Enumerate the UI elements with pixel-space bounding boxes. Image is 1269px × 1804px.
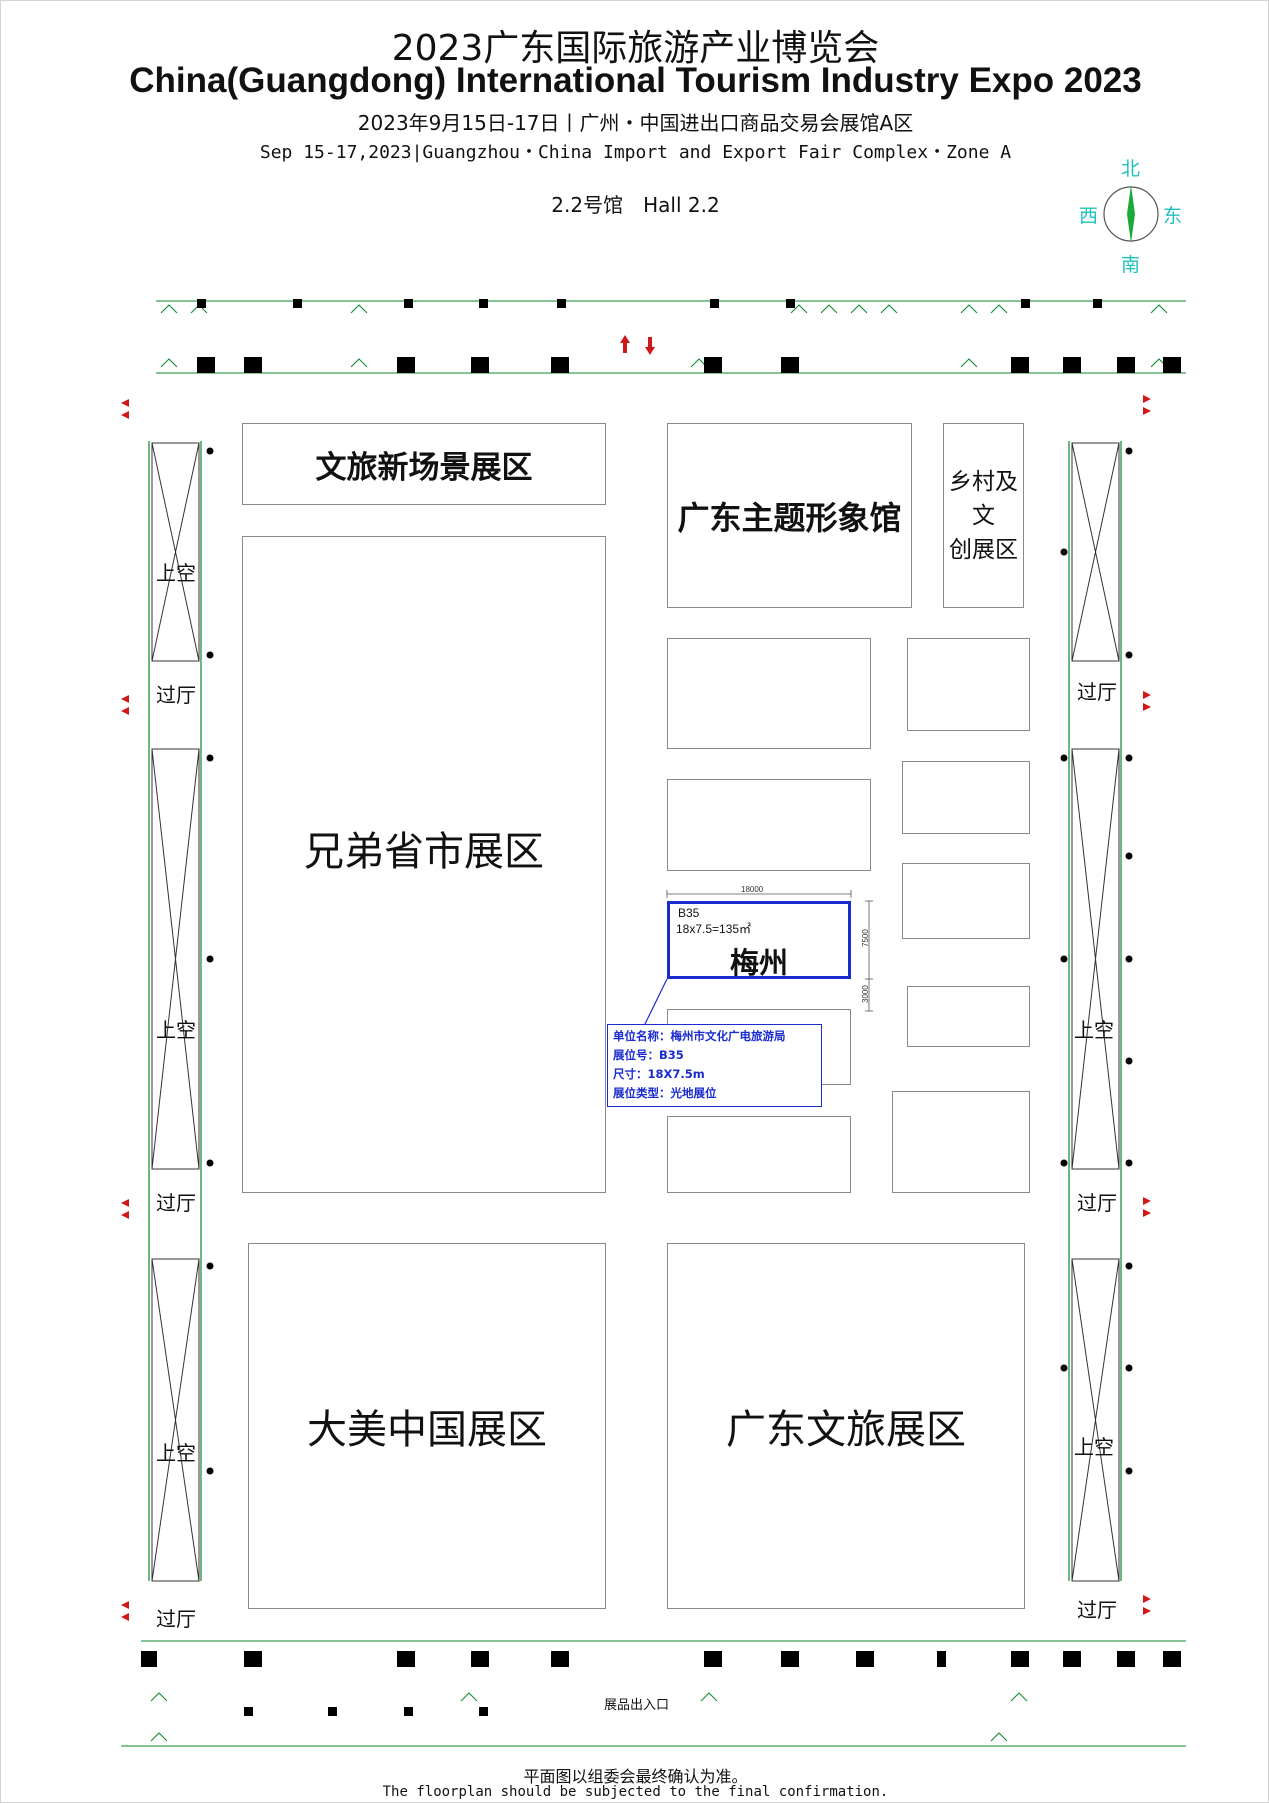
info-booth-type: 展位类型：光地展位 xyxy=(613,1086,717,1100)
booth-b35-width-dimension: 18000 xyxy=(741,885,764,894)
compass: 北 南 东 西 xyxy=(1071,151,1191,277)
zone-rural-creative[interactable]: 乡村及文 创展区 xyxy=(943,423,1024,608)
zone-guangdong-pavilion-label: 广东主题形象馆 xyxy=(677,498,902,537)
booth-b35[interactable]: B35 18x7.5=135㎡ 梅州 xyxy=(667,901,851,980)
expo-date-venue-cn: 2023年9月15日-17日丨广州・中国进出口商品交易会展馆A区 xyxy=(357,111,914,135)
b35-dimension-lines xyxy=(666,890,873,1012)
expo-title-en: China(Guangdong) International Tourism I… xyxy=(129,61,1142,100)
booth[interactable] xyxy=(892,1091,1030,1193)
side-arrows-icon xyxy=(121,395,1151,1621)
east-wall xyxy=(1068,441,1122,1581)
compass-north-label: 北 xyxy=(1121,158,1141,180)
void-label: 上空 xyxy=(156,1018,196,1042)
zone-rural-creative-label-line1: 乡村及文 xyxy=(949,468,1018,529)
compass-needle-icon xyxy=(1127,185,1135,243)
void-label: 上空 xyxy=(1074,1018,1114,1042)
booth-b35-size: 18x7.5=135㎡ xyxy=(676,922,752,936)
zone-guangdong-tourism-label: 广东文旅展区 xyxy=(726,1407,966,1453)
compass-west-label: 西 xyxy=(1079,205,1099,227)
booth-b35-height-dimension: 7500 xyxy=(861,929,870,947)
corridor-label: 过厅 xyxy=(1077,1191,1117,1215)
zone-china-beauty-label: 大美中国展区 xyxy=(307,1407,547,1453)
hall-number: 2.2号馆 Hall 2.2 xyxy=(551,193,720,217)
info-booth-size: 尺寸：18X7.5m xyxy=(613,1067,705,1081)
north-columns xyxy=(197,299,1181,373)
side-columns xyxy=(206,447,1133,1475)
booth[interactable] xyxy=(907,638,1030,731)
zone-guangdong-pavilion[interactable]: 广东主题形象馆 xyxy=(667,423,912,608)
booth-b35-info-box: 单位名称：梅州市文化广电旅游局 展位号：B35 尺寸：18X7.5m 展位类型：… xyxy=(607,1024,822,1107)
zone-new-scene[interactable]: 文旅新场景展区 xyxy=(242,423,606,505)
zone-brother-provinces[interactable]: 兄弟省市展区 xyxy=(242,536,606,1193)
booth[interactable] xyxy=(667,779,871,871)
corridor-label: 过厅 xyxy=(1077,680,1117,704)
zone-china-beauty[interactable]: 大美中国展区 xyxy=(248,1243,606,1609)
corridor-label: 过厅 xyxy=(1077,1598,1117,1622)
south-columns xyxy=(141,1651,1181,1716)
booth[interactable] xyxy=(667,638,871,749)
booth-b35-gap-dimension: 3000 xyxy=(861,985,870,1003)
north-wall-band xyxy=(156,300,1186,374)
booth[interactable] xyxy=(902,863,1030,939)
zone-brother-provinces-label: 兄弟省市展区 xyxy=(304,829,544,875)
corridor-label: 过厅 xyxy=(156,1191,196,1215)
booth[interactable] xyxy=(902,761,1030,834)
booth-b35-name: 梅州 xyxy=(729,946,788,980)
booth[interactable] xyxy=(667,1116,851,1193)
zone-guangdong-tourism[interactable]: 广东文旅展区 xyxy=(667,1243,1025,1609)
expo-date-venue-en: Sep 15-17,2023|Guangzhou・China Import an… xyxy=(259,142,1012,163)
footer-note-en: The floorplan should be subjected to the… xyxy=(382,1784,889,1800)
compass-rose-icon xyxy=(1103,185,1159,243)
corridor-label: 过厅 xyxy=(156,683,196,707)
info-booth-number: 展位号：B35 xyxy=(613,1048,684,1062)
void-label: 上空 xyxy=(156,561,196,585)
void-label: 上空 xyxy=(1074,1435,1114,1459)
goods-entrance-label: 展品出入口 xyxy=(604,1698,670,1713)
east-stair-voids xyxy=(1071,442,1120,1582)
footer-note-cn: 平面图以组委会最终确认为准。 xyxy=(523,1767,748,1786)
b35-callout-line xyxy=(644,978,668,1025)
south-wall-band xyxy=(121,1640,1186,1747)
west-wall xyxy=(148,441,202,1581)
compass-east-label: 东 xyxy=(1163,205,1183,227)
north-arrows-icon xyxy=(620,335,655,355)
compass-south-label: 南 xyxy=(1121,254,1141,276)
booth-b35-code: B35 xyxy=(678,906,700,920)
zone-new-scene-label: 文旅新场景展区 xyxy=(315,449,533,486)
corridor-label: 过厅 xyxy=(156,1607,196,1631)
expo-title-cn: 2023广东国际旅游产业博览会 xyxy=(391,28,880,69)
west-stair-voids xyxy=(151,442,200,1582)
void-label: 上空 xyxy=(156,1441,196,1465)
info-unit-name: 单位名称：梅州市文化广电旅游局 xyxy=(613,1029,786,1043)
booth[interactable] xyxy=(907,986,1030,1047)
zone-rural-creative-label-line2: 创展区 xyxy=(949,536,1018,563)
